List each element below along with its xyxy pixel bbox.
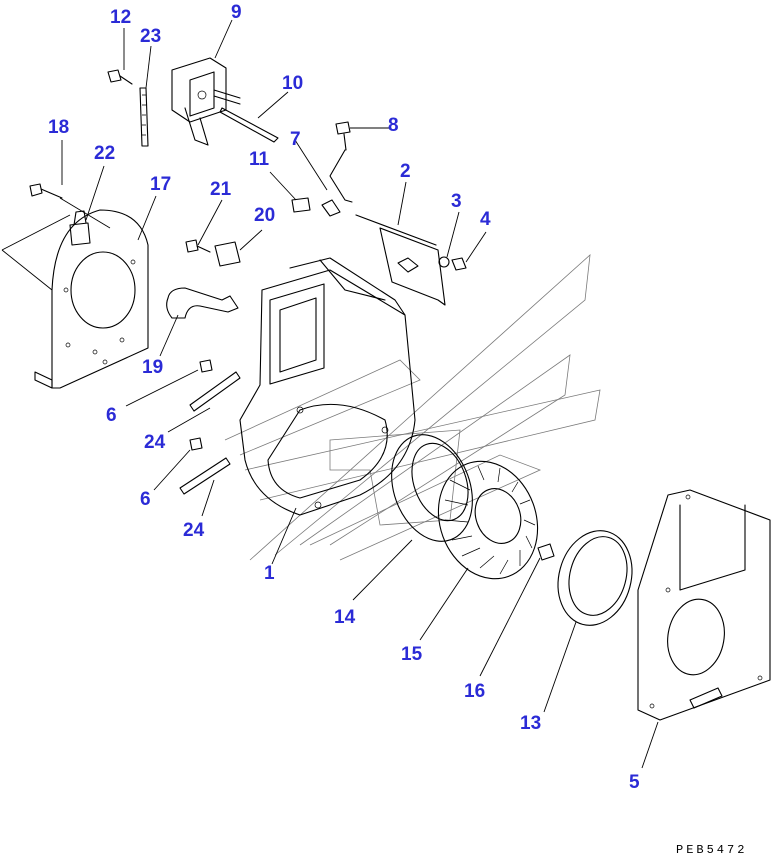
washer-3 (438, 256, 450, 268)
part-label-4: 4 (480, 209, 491, 230)
side-cover-17 (1, 209, 149, 389)
part-label-19: 19 (142, 357, 164, 378)
bracket-5 (637, 489, 771, 721)
part-label-17: 17 (150, 174, 172, 195)
part-label-11: 11 (249, 149, 270, 170)
part-label-2: 2 (400, 161, 411, 182)
leader-lines (61, 19, 659, 769)
part-label-14: 14 (334, 607, 356, 628)
screw-21 (185, 239, 211, 253)
part-label-18: 18 (48, 117, 70, 138)
strip-24b (179, 457, 231, 495)
connector-20 (214, 241, 241, 267)
rod-10 (219, 107, 279, 143)
clip-11 (291, 197, 311, 213)
watermark-lines (224, 254, 601, 561)
plate-2 (355, 214, 446, 306)
part-label-10: 10 (282, 73, 304, 94)
part-label-6-upper: 6 (106, 405, 117, 426)
part-label-23: 23 (140, 26, 162, 47)
motor-14 (391, 434, 473, 542)
part-label-22: 22 (94, 143, 116, 164)
part-label-16: 16 (464, 681, 486, 702)
part-label-24-upper: 24 (144, 432, 166, 453)
part-label-15: 15 (401, 644, 423, 665)
strip-24a (189, 371, 241, 412)
screw-12 (107, 69, 133, 85)
part-label-20: 20 (254, 205, 276, 226)
part-label-6-lower: 6 (140, 489, 151, 510)
sensor-22 (69, 210, 91, 246)
ring-13 (557, 530, 633, 626)
screw-6a (199, 359, 213, 373)
nut-4 (451, 257, 467, 271)
blower-case-1 (239, 257, 416, 516)
nut-16 (537, 543, 555, 561)
actuator-9 (171, 57, 241, 146)
part-label-12: 12 (110, 7, 132, 28)
hose-19 (166, 287, 239, 319)
linkage-7 (321, 149, 353, 217)
drawing-code: PEB5472 (676, 843, 748, 857)
part-label-21: 21 (210, 179, 232, 200)
part-label-7: 7 (290, 129, 301, 150)
screw-8 (335, 121, 351, 151)
part-label-9: 9 (231, 2, 242, 23)
part-label-8: 8 (388, 115, 399, 136)
fan-15 (437, 460, 539, 580)
screw-6b (189, 437, 203, 451)
part-label-3: 3 (451, 191, 462, 212)
part-label-1: 1 (264, 563, 275, 584)
part-label-5: 5 (629, 772, 640, 793)
strap-23 (139, 87, 149, 147)
bolt-18 (29, 183, 111, 229)
part-label-13: 13 (520, 713, 542, 734)
part-label-24-lower: 24 (183, 520, 205, 541)
